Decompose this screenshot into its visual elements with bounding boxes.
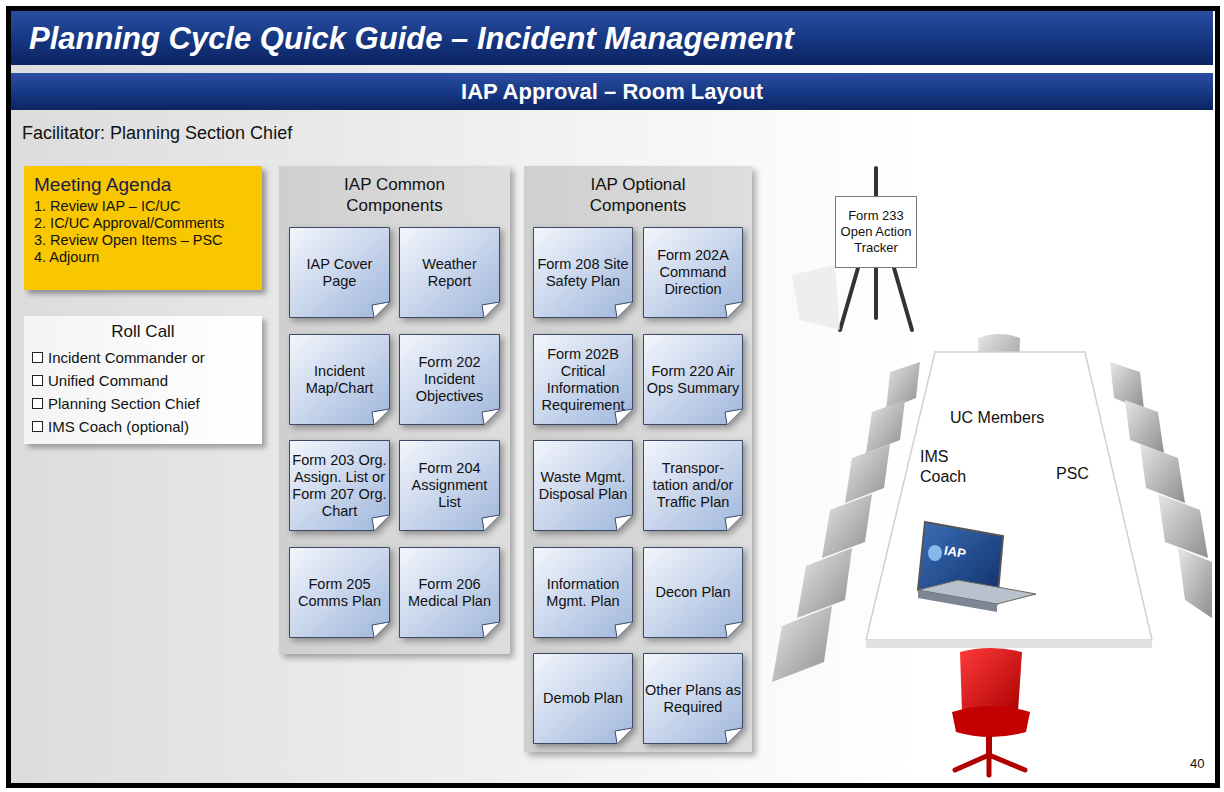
form-name: Decon Plan xyxy=(654,584,733,601)
page-number: 40 xyxy=(1190,755,1216,772)
page-box: Demob Plan xyxy=(533,653,633,744)
panel-heading: IAP Common Components xyxy=(332,174,457,216)
panel-heading: IAP Optional Components xyxy=(576,174,701,216)
page-box: Incident Map/Chart xyxy=(289,334,390,425)
conference-table xyxy=(866,352,1152,640)
page-box: Form 206 Medical Plan xyxy=(399,547,500,638)
rollcall-row: IMS Coach (optional) xyxy=(32,415,254,438)
page-box: Weather Report xyxy=(399,227,500,318)
form-name: Form 202B Critical Information Requireme… xyxy=(533,346,633,414)
page-box: Transpor- tation and/or Traffic Plan xyxy=(643,440,743,531)
page-box: IAP Cover Page xyxy=(289,227,390,318)
rollcall-row: Planning Section Chief xyxy=(32,392,254,415)
panel-box: IAP Common ComponentsIAP Cover Page Weath… xyxy=(279,166,510,654)
title-band: Planning Cycle Quick Guide – Incident Ma… xyxy=(11,11,1213,65)
form-name: Form 206 Medical Plan xyxy=(399,576,500,610)
form-name: Form 205 Comms Plan xyxy=(289,576,390,610)
checkbox xyxy=(32,398,43,409)
form-name: Form 208 Site Safety Plan xyxy=(533,256,633,290)
page-box: Form 202 Incident Objectives xyxy=(399,334,500,425)
page-box: Form 220 Air Ops Summary xyxy=(643,334,743,425)
rollcall-row: Incident Commander or xyxy=(32,346,254,369)
page-box: Form 205 Comms Plan xyxy=(289,547,390,638)
page-box: Form 208 Site Safety Plan xyxy=(533,227,633,318)
agenda-item: 4. Adjourn xyxy=(34,249,252,266)
form-name: Form 202A Command Direction xyxy=(643,247,743,298)
agenda-item: 3. Review Open Items – PSC xyxy=(34,232,252,249)
rollcall-item: IMS Coach (optional) xyxy=(48,418,189,435)
page-box: Waste Mgmt. Disposal Plan xyxy=(533,440,633,531)
red-chair xyxy=(952,648,1030,775)
form-name: Waste Mgmt. Disposal Plan xyxy=(533,469,633,503)
form-name: Other Plans as Required xyxy=(643,682,743,716)
panel-box: IAP Optional ComponentsForm 208 Site Saf… xyxy=(524,166,752,752)
rollcall-item: Incident Commander or xyxy=(48,349,205,366)
page-box: Decon Plan xyxy=(643,547,743,638)
form-name: IAP Cover Page xyxy=(289,256,390,290)
easel-box: Form 233 Open Action Tracker xyxy=(835,196,917,268)
agenda-item: 2. IC/UC Approval/Comments xyxy=(34,215,252,232)
page-box: Form 203 Org. Assign. List or Form 207 O… xyxy=(289,440,390,531)
rollcall-heading: Roll Call xyxy=(32,322,254,342)
agenda-heading: Meeting Agenda xyxy=(34,174,252,196)
facilitator-note: Facilitator: Planning Section Chief xyxy=(22,122,422,144)
form-name: Transpor- tation and/or Traffic Plan xyxy=(643,460,743,511)
agenda-box: Meeting Agenda 1. Review IAP – IC/UC2. IC… xyxy=(24,166,262,290)
form-name: Form 203 Org. Assign. List or Form 207 O… xyxy=(289,452,390,520)
form-name: Demob Plan xyxy=(541,690,625,707)
page-box: Other Plans as Required xyxy=(643,653,743,744)
checkbox xyxy=(32,352,43,363)
agenda-item: 1. Review IAP – IC/UC xyxy=(34,198,252,215)
subtitle-text: IAP Approval – Room Layout xyxy=(461,79,763,105)
form-name: Incident Map/Chart xyxy=(289,363,390,397)
seat-label: IMS Coach xyxy=(920,447,980,487)
form-name: Form 202 Incident Objectives xyxy=(399,354,500,405)
page-box: Form 202A Command Direction xyxy=(643,227,743,318)
rollcall-item: Planning Section Chief xyxy=(48,395,200,412)
page-box: Form 204 Assignment List xyxy=(399,440,500,531)
form-name: Form 204 Assignment List xyxy=(399,460,500,511)
easel-text: Form 233 Open Action Tracker xyxy=(836,208,916,256)
checkbox xyxy=(32,421,43,432)
form-name: Weather Report xyxy=(399,256,500,290)
page-box: Form 202B Critical Information Requireme… xyxy=(533,334,633,425)
rollcall-row: Unified Command xyxy=(32,369,254,392)
checkbox xyxy=(32,375,43,386)
form-name: Information Mgmt. Plan xyxy=(533,576,633,610)
roll-box: Roll CallIncident Commander or Unified Co… xyxy=(24,316,262,444)
form-name: Form 220 Air Ops Summary xyxy=(643,363,743,397)
band-box: IAP Approval – Room Layout xyxy=(11,73,1213,110)
page-box: Information Mgmt. Plan xyxy=(533,547,633,638)
seat-label: PSC xyxy=(1056,464,1106,484)
laptop xyxy=(918,522,1036,612)
page-title: Planning Cycle Quick Guide – Incident Ma… xyxy=(29,21,794,57)
seat-label: UC Members xyxy=(950,408,1060,428)
rollcall-item: Unified Command xyxy=(48,372,168,389)
